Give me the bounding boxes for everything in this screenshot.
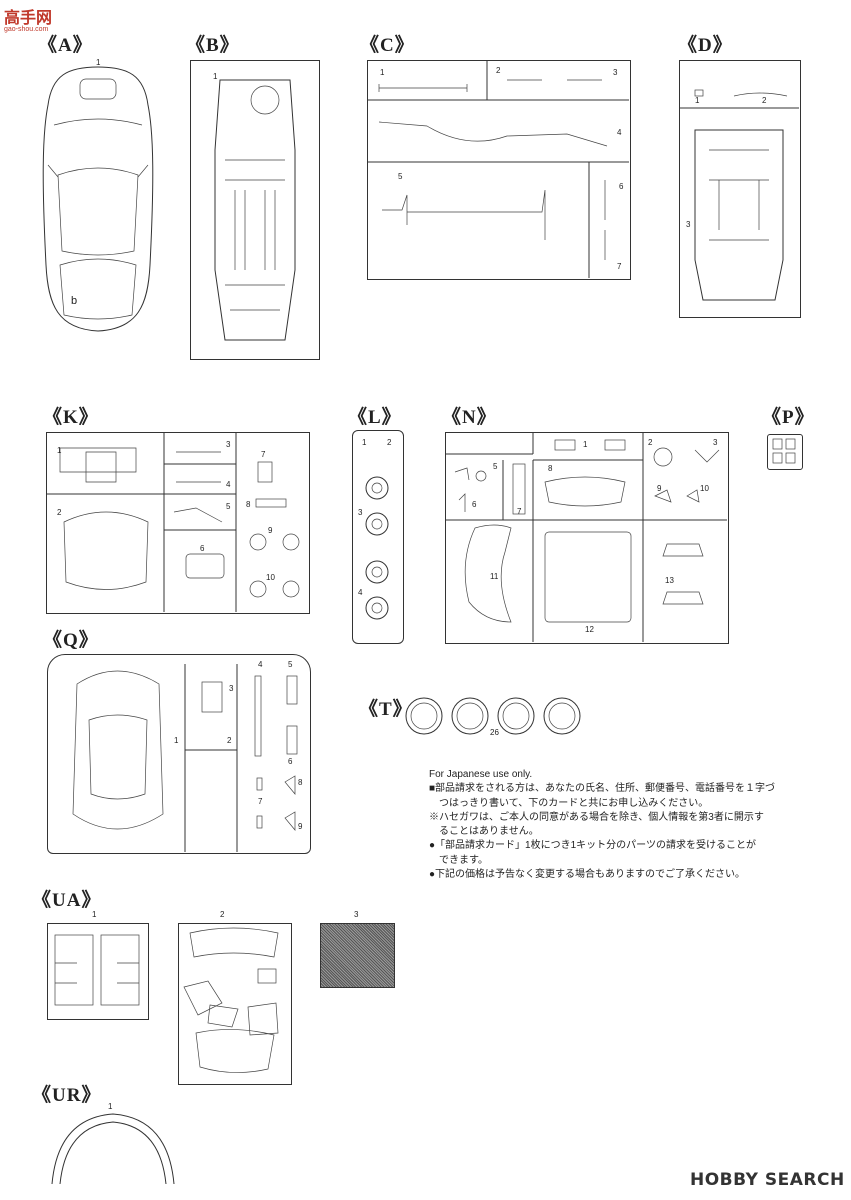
watermark-logo: 高手网 [4, 8, 53, 27]
section-label-ua: 《UA》 [32, 890, 102, 911]
sprue-frame-k [46, 432, 310, 614]
part-number: 5 [288, 660, 293, 669]
part-marker-b: b [71, 295, 78, 307]
part-number: 1 [108, 1102, 113, 1111]
part-number: 11 [490, 572, 499, 581]
section-label-l: 《L》 [348, 407, 402, 428]
sprue-frame-d [679, 60, 801, 318]
watermark-url: gao-shou.com [4, 26, 49, 33]
decal-shapes-2 [183, 927, 279, 1073]
decal-shapes-1 [54, 934, 140, 1006]
part-number: 1 [96, 58, 101, 67]
part-number: 6 [200, 544, 205, 553]
part-number: 2 [227, 736, 232, 745]
note-line: ●下記の価格は予告なく変更する場合もありますのでご了承ください。 [429, 869, 746, 881]
part-number: 1 [583, 440, 588, 449]
part-number: 5 [398, 172, 403, 181]
section-label-b: 《B》 [186, 35, 240, 56]
part-number: 5 [226, 502, 231, 511]
sprue-frame-q [47, 654, 311, 854]
part-number: 6 [288, 757, 293, 766]
section-label-p: 《P》 [762, 407, 815, 428]
part-number: 2 [57, 508, 62, 517]
rear-wing-drawing [51, 1113, 175, 1185]
part-number: 6 [472, 500, 477, 509]
part-number: 8 [548, 464, 553, 473]
part-number: 3 [229, 684, 234, 693]
small-parts-p [772, 438, 796, 464]
part-number: 6 [619, 182, 624, 191]
part-number: 1 [380, 68, 385, 77]
sprue-gates-n [445, 432, 727, 642]
sprue-frame-l [352, 430, 404, 644]
part-number: 10 [700, 484, 709, 493]
part-number: 1 [57, 446, 62, 455]
note-line: For Japanese use only. [429, 769, 533, 780]
part-number: 4 [358, 588, 363, 597]
part-number: 7 [517, 507, 522, 516]
car-body-drawing [42, 66, 154, 332]
sprue-gates-k [46, 432, 300, 612]
part-number: 4 [617, 128, 622, 137]
note-line: ■部品請求をされる方は、あなたの氏名、住所、郵便番号、電話番号を１字づ [429, 783, 776, 795]
decal-sheet-2 [178, 923, 292, 1085]
part-number: 3 [686, 220, 691, 229]
part-number: 2 [220, 910, 225, 919]
part-number: 1 [92, 910, 97, 919]
part-number: 4 [226, 480, 231, 489]
part-number: 4 [258, 660, 263, 669]
section-label-q: 《Q》 [43, 630, 99, 651]
note-line: ※ハセガワは、ご本人の同意がある場合を除き、個人情報を第3者に開示す [429, 811, 764, 823]
note-line: つはっきり書いて、下のカードと共にお申し込みください。 [429, 797, 709, 809]
section-label-ur: 《UR》 [32, 1085, 102, 1106]
wheels-drawing [365, 476, 389, 620]
section-label-k: 《K》 [43, 407, 99, 428]
part-number: 2 [387, 438, 392, 447]
section-label-a: 《A》 [38, 35, 93, 56]
part-number: 8 [298, 778, 303, 787]
part-number: 3 [226, 440, 231, 449]
part-number: 26 [490, 728, 499, 737]
decal-sheet-3-pattern [320, 923, 395, 988]
section-label-d: 《D》 [678, 35, 733, 56]
note-line: ●「部品請求カード」1枚につき1キット分のパーツの請求を受けることが [429, 840, 756, 852]
part-number: 10 [266, 573, 275, 582]
section-label-n: 《N》 [442, 407, 497, 428]
section-label-c: 《C》 [360, 35, 415, 56]
part-number: 9 [657, 484, 662, 493]
part-number: 8 [246, 500, 251, 509]
part-number: 7 [261, 450, 266, 459]
part-number: 3 [354, 910, 359, 919]
note-line: ることはありません。 [429, 826, 539, 838]
chassis-drawing [214, 79, 296, 341]
window-parts-q [72, 664, 298, 852]
part-number: 5 [493, 462, 498, 471]
sprue-frame-n [445, 432, 729, 644]
part-number: 1 [362, 438, 367, 447]
part-number: 7 [258, 797, 263, 806]
part-number: 2 [496, 66, 501, 75]
interior-drawing [679, 89, 799, 301]
part-number: 2 [648, 438, 653, 447]
part-number: 7 [617, 262, 622, 271]
parts-request-note: For Japanese use only. ■部品請求をされる方は、あなたの氏… [429, 768, 839, 882]
note-line: できます。 [429, 854, 488, 866]
part-number: 9 [298, 822, 303, 831]
section-label-t: 《T》 [359, 699, 413, 720]
part-number: 3 [358, 508, 363, 517]
part-number: 1 [695, 96, 700, 105]
sprue-frame-c [367, 60, 631, 280]
watermark-brand: HOBBY SEARCH [690, 1170, 845, 1190]
sprue-gates-c [367, 60, 629, 278]
part-number: 1 [213, 72, 218, 81]
decal-sheet-1 [47, 923, 149, 1020]
part-number: 12 [585, 625, 594, 634]
part-number: 3 [613, 68, 618, 77]
tires-drawing [405, 697, 581, 735]
part-number: 13 [665, 576, 674, 585]
part-number: 3 [713, 438, 718, 447]
part-number: 9 [268, 526, 273, 535]
part-number: 2 [762, 96, 767, 105]
part-number: 1 [174, 736, 179, 745]
